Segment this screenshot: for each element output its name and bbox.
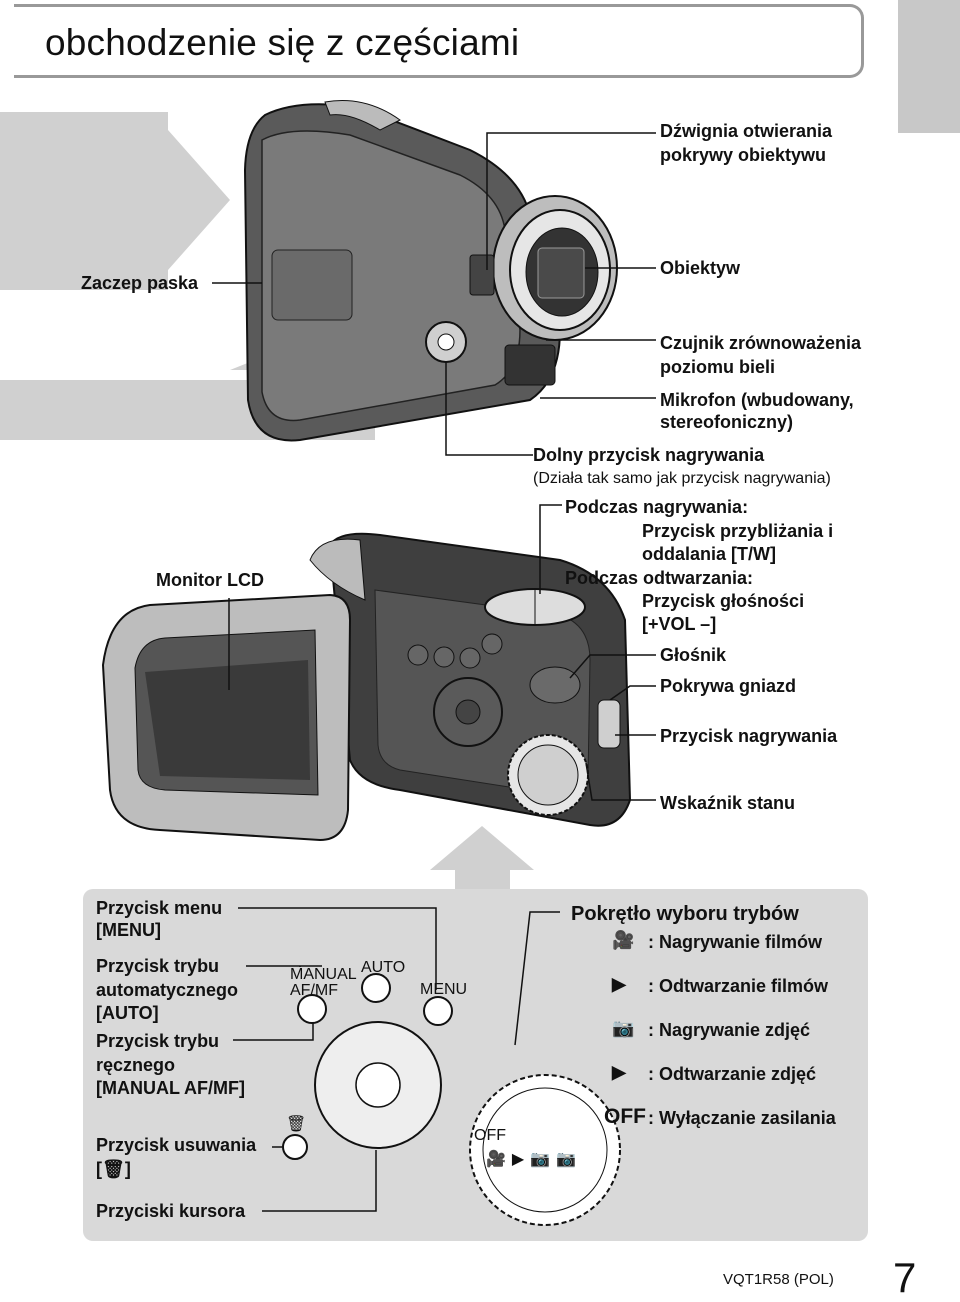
label-wb-sensor-1: Czujnik zrównoważenia <box>660 333 862 353</box>
title-frame <box>14 4 864 78</box>
label-cursor-buttons: Przyciski kursora <box>96 1201 246 1221</box>
mode-photo-rec: : Nagrywanie zdjęć <box>648 1020 811 1040</box>
label-lens: Obiektyw <box>660 258 741 278</box>
label-manual-3: [MANUAL AF/MF] <box>96 1078 245 1098</box>
label-mic-2: stereofoniczny) <box>660 412 794 432</box>
label-manual-2: ręcznego <box>96 1055 176 1075</box>
mode-movie-play: : Odtwarzanie filmów <box>648 976 829 996</box>
dial-mode-icons: 🎥▶📷📷 <box>486 1151 583 1168</box>
right-arrow-shape <box>0 112 230 290</box>
label-jack-cover: Pokrywa gniazd <box>660 676 797 696</box>
label-lcd-monitor: Monitor LCD <box>156 570 264 590</box>
play-icon: ▶ <box>612 974 626 994</box>
btn-menu-label: MENU <box>420 981 468 998</box>
camera-icon: 📷 <box>612 1018 635 1038</box>
menu-button-shape <box>423 996 453 1026</box>
mode-movie-rec: : Nagrywanie filmów <box>648 932 823 952</box>
mode-power-off: : Wyłączanie zasilania <box>648 1108 836 1128</box>
label-auto-1: Przycisk trybu <box>96 956 220 976</box>
label-lower-rec-note: (Działa tak samo jak przycisk nagrywania… <box>533 470 831 487</box>
btn-auto-label: AUTO <box>361 959 406 976</box>
manual-button-shape <box>297 994 327 1024</box>
label-menu-1: Przycisk menu <box>96 898 223 918</box>
label-zoom-2: oddalania [T/W] <box>642 544 776 564</box>
movie-camera-icon: 🎥 <box>612 930 635 950</box>
label-auto-3: [AUTO] <box>96 1003 159 1023</box>
label-menu-2: [MENU] <box>96 920 161 940</box>
delete-button-shape <box>282 1134 308 1160</box>
trash-icon: [🗑] <box>96 1159 131 1179</box>
label-volume-1: Przycisk głośności <box>642 591 805 611</box>
label-manual-1: Przycisk trybu <box>96 1031 220 1051</box>
trash-small-icon: 🗑 <box>286 1116 307 1133</box>
bottom-camera <box>101 532 632 842</box>
section-tab <box>898 0 960 133</box>
dial-off-label: OFF <box>474 1127 506 1144</box>
label-zoom-1: Przycisk przybliżania i <box>642 521 834 541</box>
photo-play-icon: ▶ <box>612 1062 626 1082</box>
auto-button-shape <box>361 973 391 1003</box>
btn-manual-label-1: MANUAL <box>290 966 357 983</box>
label-rec-button: Przycisk nagrywania <box>660 726 838 746</box>
page-number: 7 <box>893 1254 917 1301</box>
label-auto-2: automatycznego <box>96 980 239 1000</box>
label-delete: Przycisk usuwania <box>96 1135 257 1155</box>
label-volume-2: [+VOL –] <box>642 614 717 634</box>
off-symbol: OFF <box>604 1105 646 1128</box>
label-during-rec: Podczas nagrywania: <box>565 497 749 517</box>
label-lens-cover-lever-2: pokrywy obiektywu <box>660 145 827 165</box>
label-wb-sensor-2: poziomu bieli <box>660 357 775 377</box>
doc-code: VQT1R58 (POL) <box>723 1271 834 1288</box>
panel-up-arrow <box>430 826 534 890</box>
label-status-indicator: Wskaźnik stanu <box>660 793 796 813</box>
label-mic-1: Mikrofon (wbudowany, <box>660 390 854 410</box>
label-speaker: Głośnik <box>660 645 727 665</box>
label-strap-holder: Zaczep paska <box>81 273 199 293</box>
page-title: obchodzenie się z częściami <box>45 22 520 63</box>
controls-panel <box>83 889 868 1241</box>
top-camera <box>243 99 618 442</box>
label-during-play: Podczas odtwarzania: <box>565 568 754 588</box>
btn-manual-label-2: AF/MF <box>290 982 338 999</box>
label-lens-cover-lever-1: Dźwignia otwierania <box>660 121 833 141</box>
mode-photo-play: : Odtwarzanie zdjęć <box>648 1064 817 1084</box>
label-lower-rec-button: Dolny przycisk nagrywania <box>533 445 765 465</box>
label-mode-dial: Pokrętło wyboru trybów <box>571 903 799 925</box>
